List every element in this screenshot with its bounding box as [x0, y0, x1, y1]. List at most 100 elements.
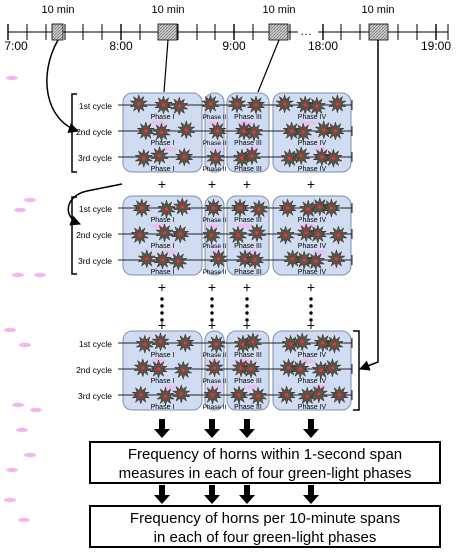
phase-label: Phase IV	[298, 352, 327, 359]
arrow-block1-to-block2	[67, 183, 123, 226]
sample-window-10min	[157, 23, 178, 41]
phase-box	[272, 330, 352, 411]
horn-burst-center	[208, 102, 213, 106]
horn-burst-center	[301, 130, 305, 134]
horn-burst-center	[178, 232, 182, 236]
time-label: 19:00	[421, 39, 451, 53]
pink-blob	[19, 342, 31, 348]
pink-blob	[207, 223, 220, 229]
pink-blob	[312, 250, 327, 254]
horn-burst-center	[212, 366, 217, 370]
continuation-dot	[309, 304, 313, 308]
horn-burst-center	[164, 207, 169, 211]
phase-label: Phase I	[151, 217, 175, 224]
horn-burst-center	[250, 154, 254, 158]
interval-label: 10 min	[262, 4, 295, 16]
phase-label: Phase II	[203, 352, 227, 359]
plus-sign: +	[158, 279, 166, 295]
cycle-label: 3rd cycle	[78, 256, 112, 266]
continuation-dot	[160, 304, 164, 308]
horn-burst-center	[237, 393, 241, 397]
horn-burst-center	[285, 393, 289, 397]
sample-window-10min	[268, 23, 289, 41]
cycle-label: 2nd cycle	[76, 230, 112, 240]
cycle-label: 1st cycle	[79, 204, 112, 214]
horn-burst-center	[330, 366, 334, 370]
pink-blob	[163, 385, 178, 389]
horn-burst-center	[286, 206, 290, 210]
block-arrow-to-box2	[154, 485, 170, 504]
pink-blob	[6, 467, 18, 473]
horn-burst-center	[137, 102, 141, 106]
horn-burst-center	[160, 258, 165, 262]
timeline-ellipsis: …	[300, 24, 312, 38]
horn-burst-center	[251, 340, 255, 344]
horn-burst-center	[305, 394, 309, 398]
pink-blob	[300, 223, 317, 229]
result-box-1-second-span: Frequency of horns within 1-second span …	[89, 441, 441, 484]
horn-burst-center	[210, 393, 215, 397]
horn-burst-center	[256, 394, 260, 398]
pink-blob	[163, 250, 178, 254]
horn-burst-center	[236, 233, 240, 237]
plus-sign: +	[208, 317, 216, 333]
phase-label: Phase I	[151, 243, 175, 250]
horn-burst-center	[157, 154, 162, 158]
horn-burst-center	[322, 128, 326, 132]
phase-label: Phase III	[234, 166, 262, 173]
phase-label: Phase I	[151, 352, 175, 359]
block-arrow-to-box1	[154, 419, 170, 438]
horn-burst-center	[299, 154, 303, 158]
horn-burst-center	[254, 103, 258, 107]
pink-blob	[24, 452, 36, 458]
continuation-dot	[160, 297, 164, 301]
horn-burst-center	[334, 257, 338, 261]
phase-label: Phase III	[234, 352, 262, 359]
pink-blob	[4, 327, 16, 333]
cycle-label: 2nd cycle	[76, 365, 112, 375]
horn-burst-center	[182, 155, 186, 159]
horn-burst-center	[215, 129, 220, 133]
phase-label: Phase II	[203, 114, 227, 121]
horn-burst-center	[289, 342, 293, 346]
phase-label: Phase III	[234, 243, 262, 250]
horn-burst-center	[314, 259, 318, 263]
pink-blob	[12, 402, 24, 408]
horn-burst-center	[257, 207, 261, 211]
pink-blob	[163, 147, 178, 151]
pink-blob	[18, 517, 30, 523]
horn-burst-center	[252, 130, 256, 134]
horn-burst-center	[209, 233, 214, 237]
pink-blob	[150, 223, 167, 229]
pink-blob	[12, 272, 24, 278]
continuation-dot	[245, 311, 249, 315]
plus-sign: +	[208, 279, 216, 295]
interval-label: 10 min	[41, 4, 74, 16]
pink-blob	[210, 147, 223, 151]
phase-label: Phase III	[234, 269, 262, 276]
interval-label: 10 min	[361, 4, 394, 16]
phase-label: Phase II	[203, 378, 227, 385]
horn-burst-center	[337, 393, 341, 397]
result-box-2-line-1: Frequency of horns per 10-minute spans	[129, 510, 401, 527]
plus-sign: +	[243, 317, 251, 333]
phase-label: Phase I	[151, 269, 175, 276]
connector-window3	[257, 39, 280, 93]
horn-burst-center	[302, 258, 306, 262]
pink-blob	[300, 120, 317, 126]
horn-burst-center	[238, 206, 242, 210]
phase-label: Phase III	[234, 404, 262, 411]
phase-label: Phase I	[151, 166, 175, 173]
horn-burst-center	[336, 233, 340, 237]
horn-burst-center	[329, 206, 333, 210]
phase-label: Phase I	[151, 114, 175, 121]
horn-burst-center	[316, 232, 320, 236]
horn-burst-center	[179, 392, 183, 396]
plus-sign: +	[243, 279, 251, 295]
cycle-label: 3rd cycle	[78, 153, 112, 163]
pink-blob	[14, 207, 26, 213]
horn-burst-center	[303, 103, 307, 107]
